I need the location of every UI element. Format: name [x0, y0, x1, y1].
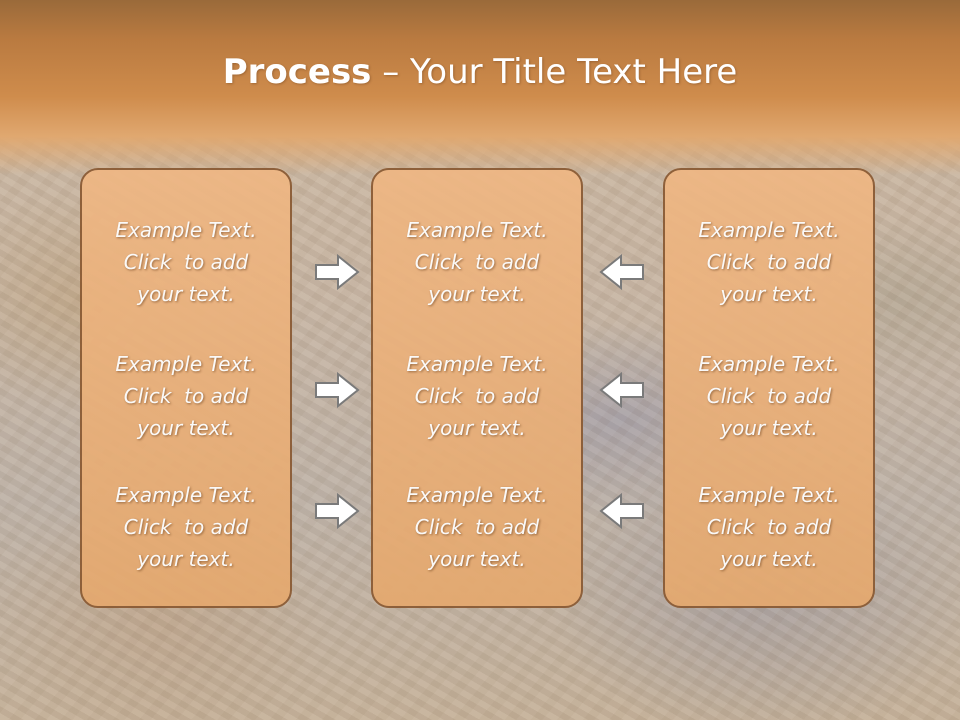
text-block[interactable]: Example Text. Click to add your text.: [82, 348, 290, 444]
text-block[interactable]: Example Text. Click to add your text.: [373, 479, 581, 575]
text-block[interactable]: Example Text. Click to add your text.: [665, 479, 873, 575]
text-line: your text.: [137, 416, 235, 440]
text-line: Click to add: [123, 250, 249, 274]
process-box-left[interactable]: Example Text. Click to add your text. Ex…: [80, 168, 292, 608]
text-line: Example Text.: [698, 352, 840, 376]
title-rest: – Your Title Text Here: [371, 52, 738, 92]
arrow-left-icon: [599, 253, 645, 291]
text-line: Click to add: [414, 250, 540, 274]
text-line: Example Text.: [406, 218, 548, 242]
text-line: your text.: [720, 282, 818, 306]
text-line: your text.: [720, 547, 818, 571]
text-line: Click to add: [706, 515, 832, 539]
text-line: Click to add: [414, 384, 540, 408]
text-line: your text.: [137, 282, 235, 306]
text-line: your text.: [428, 547, 526, 571]
arrow-right-icon: [314, 371, 360, 409]
text-block[interactable]: Example Text. Click to add your text.: [373, 214, 581, 310]
title-bold: Process: [222, 52, 372, 92]
text-block[interactable]: Example Text. Click to add your text.: [82, 214, 290, 310]
arrow-right-icon: [314, 492, 360, 530]
text-block[interactable]: Example Text. Click to add your text.: [665, 214, 873, 310]
text-line: your text.: [720, 416, 818, 440]
process-box-center[interactable]: Example Text. Click to add your text. Ex…: [371, 168, 583, 608]
arrow-right-icon: [314, 253, 360, 291]
text-line: your text.: [137, 547, 235, 571]
text-line: Click to add: [706, 250, 832, 274]
text-line: your text.: [428, 416, 526, 440]
text-line: your text.: [428, 282, 526, 306]
slide-title[interactable]: Process – Your Title Text Here: [0, 52, 960, 92]
text-line: Example Text.: [115, 483, 257, 507]
process-box-right[interactable]: Example Text. Click to add your text. Ex…: [663, 168, 875, 608]
text-line: Click to add: [706, 384, 832, 408]
title-band: [0, 0, 960, 175]
text-line: Example Text.: [115, 218, 257, 242]
text-line: Click to add: [123, 515, 249, 539]
text-line: Example Text.: [698, 483, 840, 507]
text-line: Example Text.: [698, 218, 840, 242]
text-line: Example Text.: [406, 483, 548, 507]
text-block[interactable]: Example Text. Click to add your text.: [82, 479, 290, 575]
arrow-left-icon: [599, 371, 645, 409]
text-block[interactable]: Example Text. Click to add your text.: [665, 348, 873, 444]
text-line: Example Text.: [406, 352, 548, 376]
text-line: Click to add: [414, 515, 540, 539]
text-line: Example Text.: [115, 352, 257, 376]
text-line: Click to add: [123, 384, 249, 408]
arrow-left-icon: [599, 492, 645, 530]
text-block[interactable]: Example Text. Click to add your text.: [373, 348, 581, 444]
